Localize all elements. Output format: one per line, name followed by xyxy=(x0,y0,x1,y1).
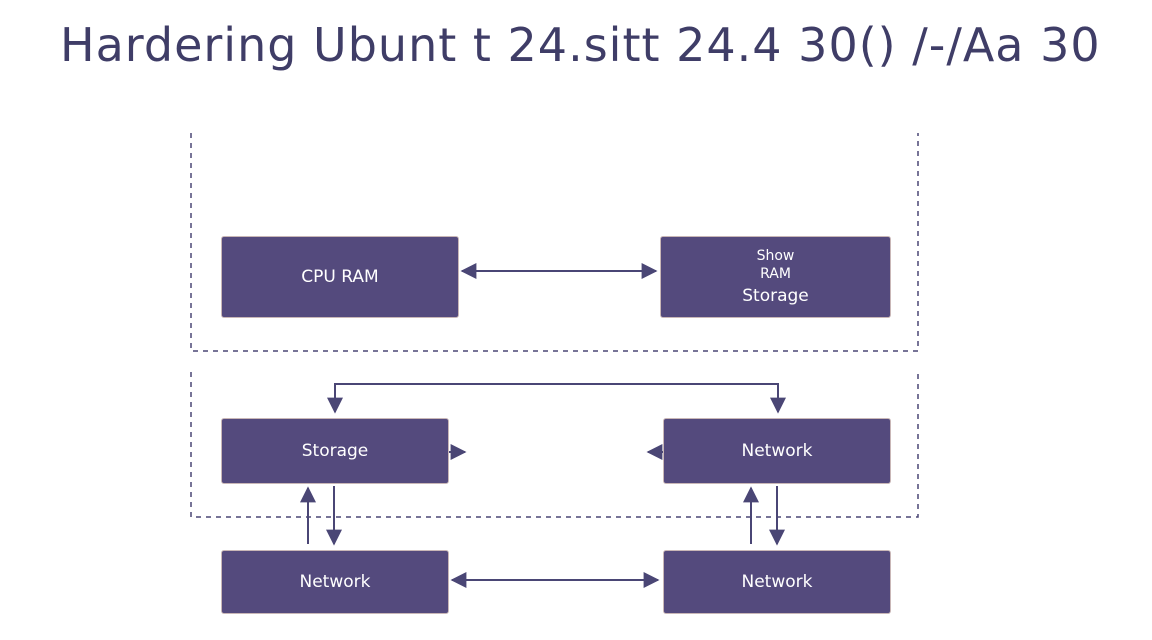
storage-node-label: Storage xyxy=(301,441,369,461)
network-bottom-left-label: Network xyxy=(299,572,371,592)
top-loop-connector xyxy=(327,383,786,414)
storage-node[interactable]: Storage xyxy=(221,418,449,484)
upper-group-outline xyxy=(190,133,919,352)
cpu-ram-node[interactable]: CPU RAM xyxy=(221,236,459,318)
ram-label: RAM xyxy=(760,266,791,282)
network-node-label: Network xyxy=(741,441,813,461)
storage-label: Storage xyxy=(742,286,809,306)
network-bottom-right-node[interactable]: Network xyxy=(663,550,891,614)
show-label: Show xyxy=(756,248,795,264)
network-node[interactable]: Network xyxy=(663,418,891,484)
network-bottom-left-node[interactable]: Network xyxy=(221,550,449,614)
diagram-title: Hardering Ubunt t 24.sitt 24.4 30() /-/A… xyxy=(60,18,1101,72)
show-ram-storage-node[interactable]: Show RAM Storage xyxy=(660,236,891,318)
network-bottom-right-label: Network xyxy=(741,572,813,592)
lower-group-outline xyxy=(190,372,919,518)
cpu-ram-label: CPU RAM xyxy=(301,267,379,287)
